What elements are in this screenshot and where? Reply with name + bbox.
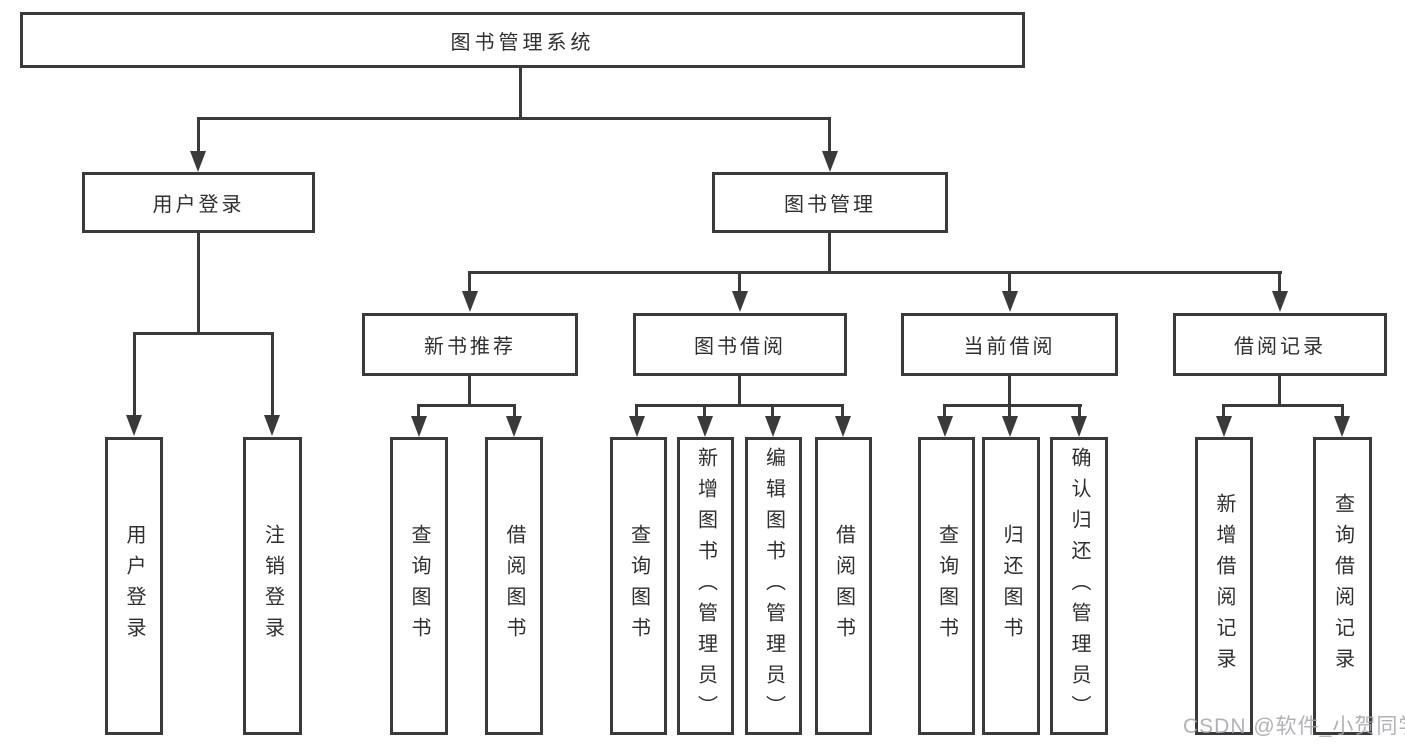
leaf-label: 新增借阅记录 [1213,493,1235,679]
connector-line [519,68,522,120]
leaf-add-book-admin: 新增图书（管理员） [677,437,734,735]
arrow-down-icon [629,416,645,437]
connector-line [271,332,274,416]
leaf-label: 新增图书（管理员） [694,446,717,726]
connector-line [417,404,516,407]
leaf-edit-book-admin: 编辑图书（管理员） [745,437,802,735]
connector-line [417,404,420,418]
node-book-borrowing: 图书借阅 [633,313,847,376]
leaf-query-borrow-record: 查询借阅记录 [1313,437,1372,735]
arrow-down-icon [835,416,851,437]
leaf-label: 查询图书 [627,524,650,648]
leaf-query-books-current: 查询图书 [918,437,975,735]
connector-line [703,404,706,418]
connector-line [1278,271,1281,293]
connector-line [738,376,741,407]
connector-line [1078,404,1081,418]
arrow-down-icon [1071,416,1087,437]
connector-line [133,332,136,416]
csdn-watermark: CSDN @软件_小贺同学 [1183,715,1405,738]
node-label: 图书管理 [784,194,876,216]
connector-line [1341,404,1344,418]
connector-line [1278,376,1281,407]
arrow-down-icon [1216,416,1232,437]
arrow-down-icon [937,416,953,437]
node-new-book-recommend: 新书推荐 [362,313,578,376]
node-user-login: 用户登录 [82,172,315,233]
arrow-down-icon [126,415,142,436]
leaf-borrow-books-recommend: 借阅图书 [485,437,543,735]
connector-line [1008,404,1011,418]
connector-line [1222,404,1225,418]
leaf-add-borrow-record: 新增借阅记录 [1195,437,1253,735]
arrow-down-icon [462,291,478,312]
leaf-query-books-borrowing: 查询图书 [610,437,667,735]
leaf-label: 借阅图书 [503,524,525,648]
connector-line [635,404,638,418]
leaf-label: 归还图书 [1000,524,1022,648]
leaf-logout: 注销登录 [243,437,302,735]
arrow-down-icon [732,291,748,312]
node-borrowing-records: 借阅记录 [1173,313,1387,376]
connector-line [513,404,516,418]
leaf-label: 查询图书 [408,524,430,648]
arrow-down-icon [411,416,427,437]
leaf-label: 查询借阅记录 [1331,493,1354,679]
connector-line [828,117,831,154]
connector-line [468,271,471,293]
node-label: 图书借阅 [694,336,786,358]
arrow-down-icon [506,416,522,437]
connector-line [468,271,1282,274]
leaf-label: 借阅图书 [832,524,855,648]
connector-line [1222,404,1344,407]
arrow-down-icon [264,415,280,436]
arrow-down-icon [765,416,781,437]
node-label: 用户登录 [152,194,245,216]
connector-line [943,404,946,418]
leaf-label: 编辑图书（管理员） [762,446,785,726]
node-book-management: 图书管理 [712,172,948,233]
connector-line [841,404,844,418]
leaf-query-books-recommend: 查询图书 [390,437,448,735]
node-label: 当前借阅 [963,336,1056,358]
connector-line [197,117,831,120]
leaf-confirm-return-admin: 确认归还（管理员） [1050,437,1108,735]
leaf-borrow-books: 借阅图书 [815,437,872,735]
leaf-label: 查询图书 [935,524,958,648]
leaf-user-login: 用户登录 [105,437,163,735]
leaf-label: 注销登录 [261,524,284,648]
connector-line [197,233,200,335]
connector-line [197,117,200,154]
connector-line [828,233,831,274]
connector-line [738,271,741,293]
node-label: 图书管理系统 [450,31,595,54]
leaf-label: 确认归还（管理员） [1068,446,1090,726]
arrow-down-icon [190,151,206,172]
node-label: 借阅记录 [1234,336,1326,358]
arrow-down-icon [1272,291,1288,312]
node-label: 新书推荐 [424,336,516,358]
connector-line [468,376,471,407]
leaf-return-book: 归还图书 [982,437,1040,735]
arrow-down-icon [1002,291,1018,312]
connector-line [943,404,1082,407]
node-current-borrowing: 当前借阅 [901,313,1118,376]
arrow-down-icon [822,151,838,172]
connector-line [771,404,774,418]
arrow-down-icon [1002,416,1018,437]
node-library-management-system: 图书管理系统 [20,12,1025,68]
arrow-down-icon [697,416,713,437]
connector-line [133,332,274,335]
arrow-down-icon [1334,416,1350,437]
leaf-label: 用户登录 [123,524,145,648]
connector-line [635,404,844,407]
connector-line [1008,376,1011,407]
connector-line [1008,271,1011,293]
